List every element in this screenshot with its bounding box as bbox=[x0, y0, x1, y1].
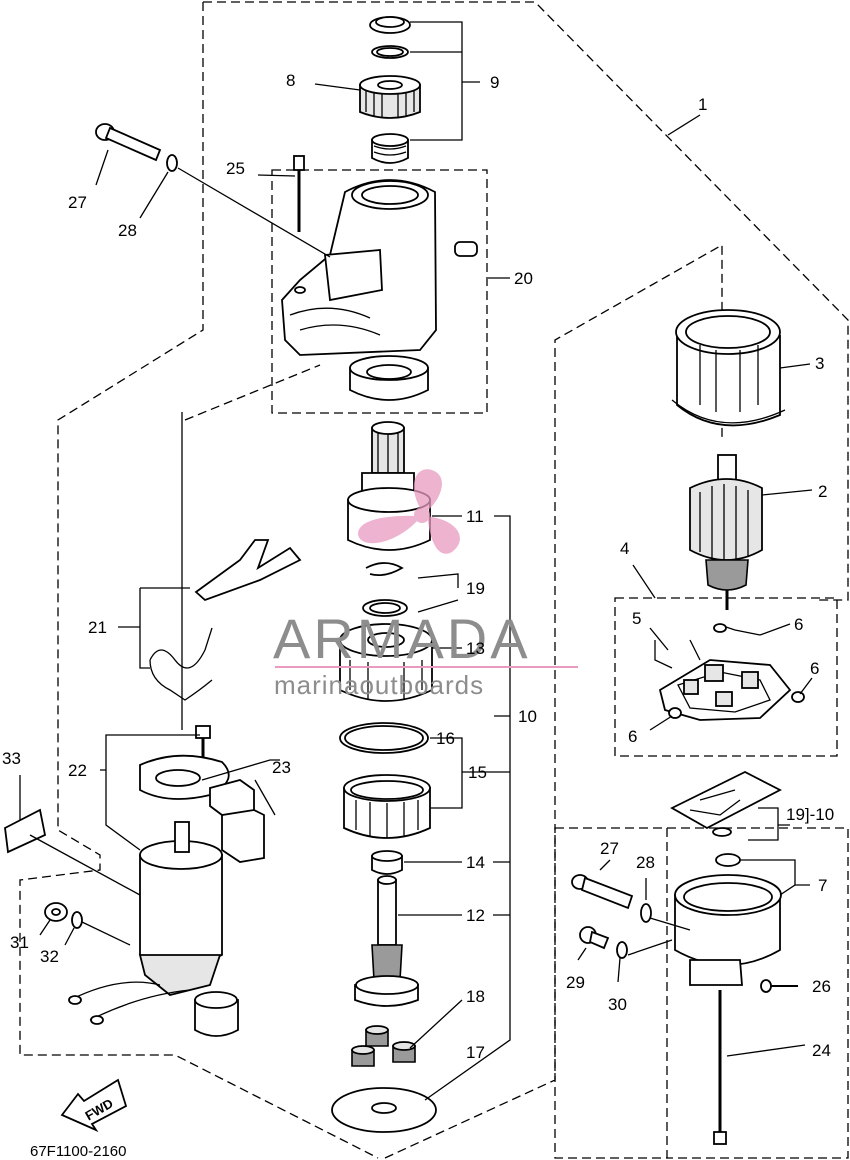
callout-10b: 19]-10 bbox=[786, 805, 834, 824]
part-19-10-rear-plate bbox=[670, 770, 782, 837]
callout-8: 8 bbox=[286, 71, 295, 90]
part-13-collar-ring bbox=[362, 599, 408, 617]
part-25-bolt bbox=[293, 155, 305, 232]
assembly-right-lower bbox=[667, 827, 849, 1159]
part-33-label bbox=[4, 808, 47, 854]
callout-7: 7 bbox=[818, 876, 827, 895]
part-28-washer-right bbox=[640, 903, 652, 923]
part-4-brush-holder bbox=[654, 623, 805, 721]
assembly-24-box bbox=[554, 827, 668, 1159]
callout-1: 1 bbox=[698, 95, 707, 114]
assembly-4-box bbox=[614, 597, 838, 757]
part-26-screw bbox=[760, 979, 798, 993]
part-7-rear-cover bbox=[674, 853, 782, 986]
callout-25: 25 bbox=[226, 159, 245, 178]
part-9-retainer-group bbox=[369, 16, 411, 164]
part-21-holder-springs bbox=[149, 539, 302, 701]
part-2-armature bbox=[689, 454, 763, 610]
callout-27b: 27 bbox=[600, 839, 619, 858]
callout-26: 26 bbox=[812, 977, 831, 996]
part-14-bushing bbox=[371, 850, 403, 875]
watermark-title: ARMADA bbox=[273, 607, 531, 670]
callout-4: 4 bbox=[620, 539, 629, 558]
part-19-snap-ring bbox=[365, 562, 404, 577]
watermark-subtitle: marinaoutboards bbox=[274, 670, 484, 700]
bushing-lower-left bbox=[194, 991, 239, 1037]
callout-2: 2 bbox=[818, 482, 827, 501]
callout-5: 5 bbox=[632, 609, 641, 628]
part-3-yoke bbox=[671, 309, 786, 427]
callout-3: 3 bbox=[815, 354, 824, 373]
part-22-bolt-plate bbox=[139, 725, 230, 800]
callout-29: 29 bbox=[566, 973, 585, 992]
part-20-front-housing bbox=[281, 179, 478, 356]
assembly-inner-outline bbox=[19, 2, 379, 1159]
callout-21: 21 bbox=[88, 618, 107, 637]
callout-18: 18 bbox=[466, 987, 485, 1006]
callout-15: 15 bbox=[468, 763, 487, 782]
callout-30: 30 bbox=[608, 995, 627, 1014]
watermark-propeller-icon bbox=[358, 469, 460, 554]
callout-13: 13 bbox=[466, 639, 485, 658]
part-18-planet-gears bbox=[351, 1025, 416, 1067]
part-8-pinion-gear bbox=[359, 75, 421, 119]
part-27-bolt-top bbox=[95, 123, 162, 162]
part-28-washer-top bbox=[166, 154, 178, 172]
part-12-drive-shaft bbox=[354, 875, 419, 1007]
part-24-through-bolt bbox=[713, 990, 727, 1145]
callout-11: 11 bbox=[466, 507, 484, 526]
callout-16: 16 bbox=[436, 729, 455, 748]
part-32-washer bbox=[71, 911, 83, 929]
callout-22: 22 bbox=[68, 761, 87, 780]
part-29-bolt-lower bbox=[579, 926, 610, 950]
callout-6b: 6 bbox=[810, 659, 819, 678]
part-17-plate bbox=[331, 1087, 437, 1133]
armada-watermark: ARMADA marinaoutboards bbox=[273, 469, 578, 700]
callout-28b: 28 bbox=[636, 853, 655, 872]
part-30-washer-lower bbox=[616, 941, 628, 959]
part-31-nut bbox=[44, 902, 68, 922]
callout-31: 31 bbox=[10, 933, 29, 952]
part-27-bolt-right bbox=[571, 874, 634, 910]
callout-27a: 27 bbox=[68, 193, 87, 212]
diagram-code: 67F1100-2160 bbox=[30, 1143, 126, 1160]
callout-12: 12 bbox=[466, 906, 485, 925]
part-16-o-ring bbox=[339, 722, 429, 754]
part-15-internal-gear bbox=[343, 774, 431, 839]
callout-9: 9 bbox=[490, 73, 499, 92]
bearing-front bbox=[349, 355, 429, 401]
assembly-10-outline bbox=[184, 364, 321, 421]
callout-24: 24 bbox=[812, 1041, 831, 1060]
callout-14: 14 bbox=[466, 853, 485, 872]
callout-6a: 6 bbox=[794, 615, 803, 634]
callout-19: 19 bbox=[466, 579, 485, 598]
callout-32: 32 bbox=[40, 947, 59, 966]
part-23-brush-pair bbox=[209, 779, 265, 863]
callout-10a: 10 bbox=[518, 707, 537, 726]
callout-6c: 6 bbox=[628, 727, 637, 746]
callout-17: 17 bbox=[466, 1043, 485, 1062]
fwd-arrow: FWD bbox=[60, 1078, 128, 1133]
assembly-20-box bbox=[271, 169, 488, 414]
callout-20: 20 bbox=[514, 269, 533, 288]
part-13-gear-housing bbox=[339, 623, 433, 702]
callout-23: 23 bbox=[272, 758, 291, 777]
callout-28a: 28 bbox=[118, 221, 137, 240]
motor-body bbox=[68, 821, 223, 1025]
callout-33: 33 bbox=[2, 749, 21, 768]
